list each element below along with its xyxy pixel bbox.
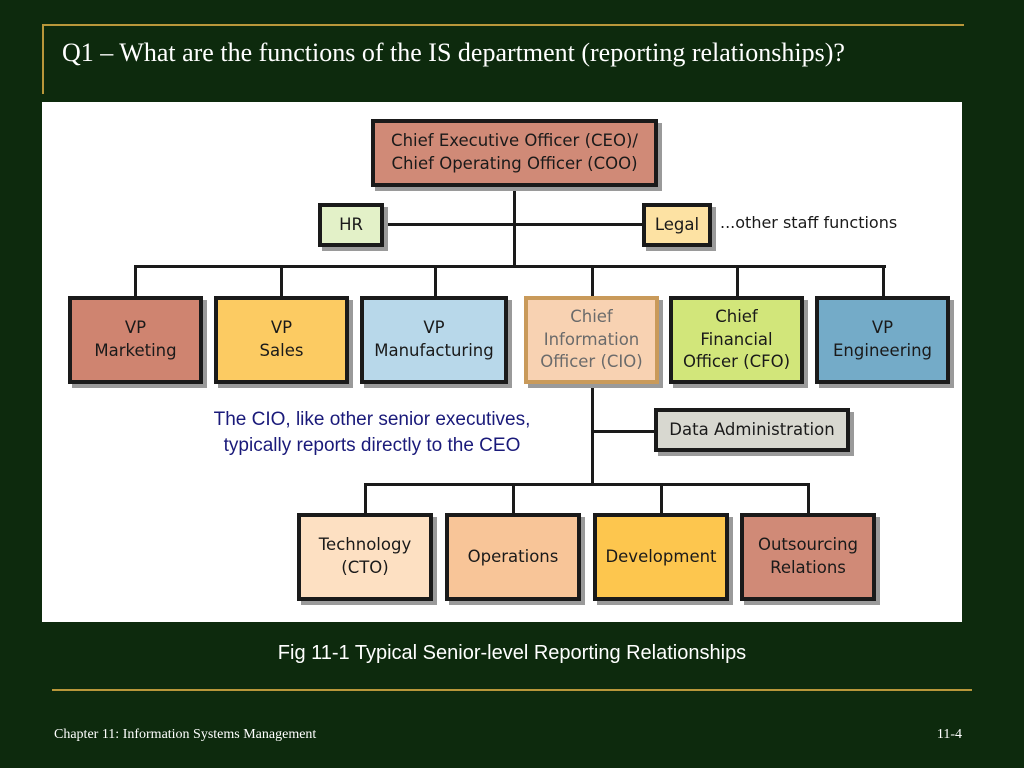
title-rule-left	[42, 24, 44, 94]
hr-box: HR	[318, 203, 384, 247]
data-administration-box: Data Administration	[654, 408, 850, 452]
development-box: Development	[593, 513, 729, 601]
engineering-drop-line	[882, 265, 885, 297]
figure-caption: Fig 11-1 Typical Senior-level Reporting …	[277, 642, 747, 664]
legal-connector-line	[516, 223, 644, 226]
slide-number: 11-4	[936, 727, 962, 742]
manufacturing-drop-line	[434, 265, 437, 297]
marketing-drop-line	[134, 265, 137, 297]
sales-drop-line	[280, 265, 283, 297]
title-rule-top	[42, 24, 964, 26]
slide-title: Q1 – What are the functions of the IS de…	[62, 38, 845, 67]
legal-box: Legal	[642, 203, 712, 247]
footer-rule	[52, 689, 972, 691]
cio-trunk-line	[591, 384, 594, 485]
outsourcing-drop-line	[807, 483, 810, 515]
vp-bus-line	[134, 265, 886, 268]
cio-box: Chief Information Officer (CIO)	[524, 296, 659, 384]
data-admin-connector-line	[594, 430, 656, 433]
cio-drop-line	[591, 265, 594, 297]
chapter-footer: Chapter 11: Information Systems Manageme…	[54, 727, 317, 742]
operations-box: Operations	[445, 513, 581, 601]
operations-drop-line	[512, 483, 515, 515]
cio-reporting-annotation: The CIO, like other senior executives, t…	[213, 409, 531, 456]
is-bus-line	[364, 483, 810, 486]
ceo-coo-box: Chief Executive Officer (CEO)/ Chief Ope…	[371, 119, 658, 187]
development-drop-line	[660, 483, 663, 515]
vp-engineering-box: VP Engineering	[815, 296, 950, 384]
vp-marketing-box: VP Marketing	[68, 296, 203, 384]
other-staff-functions-label: ...other staff functions	[720, 213, 898, 232]
technology-drop-line	[364, 483, 367, 515]
ceo-trunk-line	[513, 186, 516, 267]
technology-cto-box: Technology (CTO)	[297, 513, 433, 601]
vp-manufacturing-box: VP Manufacturing	[360, 296, 508, 384]
org-chart-figure: Chief Executive Officer (CEO)/ Chief Ope…	[42, 102, 962, 622]
outsourcing-relations-box: Outsourcing Relations	[740, 513, 876, 601]
vp-sales-box: VP Sales	[214, 296, 349, 384]
cfo-box: Chief Financial Officer (CFO)	[669, 296, 804, 384]
hr-connector-line	[382, 223, 513, 226]
cfo-drop-line	[736, 265, 739, 297]
